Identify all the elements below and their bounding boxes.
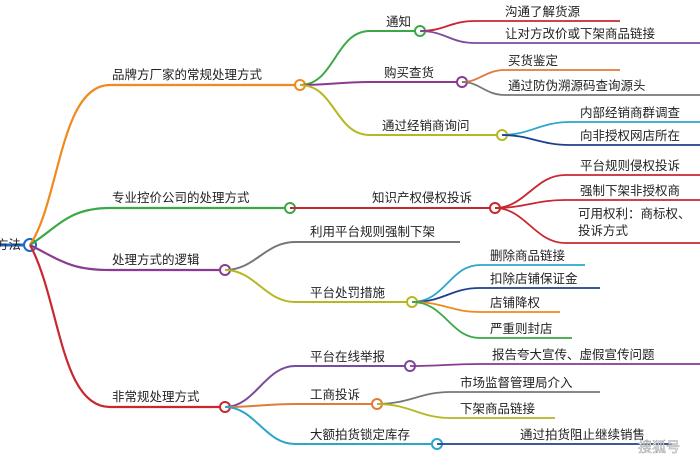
branch-2-edge xyxy=(29,206,290,246)
leaf-1-3-2-edge xyxy=(501,134,700,146)
node-3-2-label: 平台处罚措施 xyxy=(310,285,386,300)
node-3-2-edge xyxy=(224,269,412,303)
branch-3-label: 处理方式的逻辑 xyxy=(112,252,200,267)
node-4-2-edge xyxy=(224,403,377,408)
leaf-1-1-1-label: 沟通了解货源 xyxy=(505,4,581,19)
branch-3-edge xyxy=(29,244,225,272)
branch-4: 非常规处理方式 平台在线举报 报告夸大宣传、虚假宣传问题 工商投诉 市场监督管理… xyxy=(29,244,700,450)
node-4-3-label: 大额拍货锁定库存 xyxy=(310,427,410,442)
leaf-2-1-3-box: 可用权利：商标权、投诉方式 xyxy=(578,206,691,238)
node-2-1-label: 知识产权侵权投诉 xyxy=(372,190,472,205)
leaf-2-1-1-label: 平台规则侵权投诉 xyxy=(580,158,680,173)
branch-2: 专业控价公司的处理方式 知识产权侵权投诉 平台规则侵权投诉 强制下架非授权商 可… xyxy=(29,158,700,246)
leaf-3-2-3-label: 店铺降权 xyxy=(490,295,541,310)
leaf-4-1-1-label: 报告夸大宣传、虚假宣传问题 xyxy=(492,347,655,362)
node-1-2-edge xyxy=(299,81,462,86)
leaf-2-1-2-label: 强制下架非授权商 xyxy=(580,183,680,198)
leaf-4-2-1-label: 市场监督管理局介入 xyxy=(460,375,573,390)
node-1-3-edge xyxy=(299,84,502,136)
leaf-3-2-4-label: 严重则封店 xyxy=(490,321,553,336)
leaf-4-2-2-label: 下架商品链接 xyxy=(460,401,536,416)
leaf-1-1-2-label: 让对方改价或下架商品链接 xyxy=(505,26,656,41)
node-1-1-edge xyxy=(299,30,420,86)
branch-2-label: 专业控价公司的处理方式 xyxy=(112,190,250,205)
leaf-1-3-1-label: 内部经销商群调查 xyxy=(580,105,681,120)
leaf-4-2-2-edge xyxy=(376,403,555,419)
leaf-1-1-2-edge xyxy=(419,30,700,44)
leaf-2-1-2-edge xyxy=(494,199,700,209)
leaf-3-2-2-label: 扣除店铺保证金 xyxy=(490,271,578,286)
leaf-1-2-1-label: 买货鉴定 xyxy=(508,53,558,68)
branch-3: 处理方式的逻辑 利用平台规则强制下架 平台处罚措施 删除商品链接 扣除店铺保证金… xyxy=(29,224,600,339)
leaf-2-1-3-label: 可用权利：商标权、投诉方式 xyxy=(578,206,691,238)
branch-1-edge xyxy=(29,83,300,246)
leaf-3-2-1-edge xyxy=(411,264,585,303)
leaf-4-1-1-edge xyxy=(409,363,700,367)
node-3-1-label: 利用平台规则强制下架 xyxy=(310,224,435,239)
leaf-2-1-1-edge xyxy=(494,174,700,209)
node-1-1-label: 通知 xyxy=(386,14,411,29)
branch-4-label: 非常规处理方式 xyxy=(112,389,200,404)
watermark: 搜狐号 xyxy=(638,440,680,456)
node-4-1-edge xyxy=(224,365,410,408)
leaf-1-2-2-label: 通过防伪溯源码查询源头 xyxy=(508,78,646,93)
leaf-3-2-1-label: 删除商品链接 xyxy=(490,248,566,263)
node-4-1-label: 平台在线举报 xyxy=(310,349,386,364)
node-1-3-label: 通过经销商询问 xyxy=(382,118,470,133)
node-3-1-edge xyxy=(224,241,460,271)
root-label: 方法 xyxy=(0,237,21,252)
branch-1: 品牌方厂家的常规处理方式 通知 沟通了解货源 让对方改价或下架商品链接 购买查货… xyxy=(29,4,700,246)
branch-4-edge xyxy=(29,244,225,409)
node-4-2-label: 工商投诉 xyxy=(310,387,360,402)
leaf-2-1-3-edge xyxy=(494,207,700,244)
node-4-3-edge xyxy=(224,406,437,445)
leaf-3-2-2-edge xyxy=(411,287,600,303)
leaf-1-2-1-edge xyxy=(461,69,620,83)
leaf-1-3-2-label: 向非授权网店所在 xyxy=(580,128,680,143)
leaf-3-2-4-edge xyxy=(411,301,572,339)
branch-1-label: 品牌方厂家的常规处理方式 xyxy=(112,67,263,82)
leaf-4-3-1-label: 通过拍货阻止继续销售 xyxy=(520,427,645,442)
leaf-1-2-2-edge xyxy=(461,81,700,96)
node-1-2-label: 购买查货 xyxy=(384,65,434,80)
